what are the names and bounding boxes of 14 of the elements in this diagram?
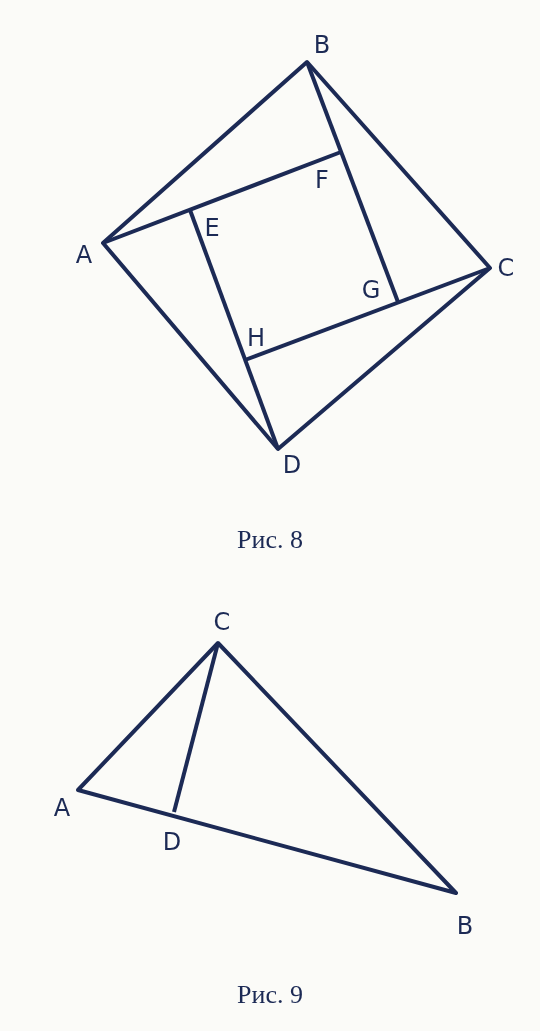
point-label: F — [315, 168, 329, 192]
point-label: C — [213, 610, 231, 634]
figure-caption: Рис. 9 — [237, 982, 303, 1008]
point-label: B — [456, 914, 474, 938]
point-label: A — [75, 243, 93, 267]
figure-caption: Рис. 8 — [237, 527, 303, 553]
point-label: C — [497, 256, 515, 280]
point-label: E — [204, 216, 220, 240]
point-label: D — [282, 453, 302, 477]
point-label: D — [162, 830, 182, 854]
point-label: B — [313, 33, 331, 57]
point-label: G — [361, 278, 381, 302]
point-label: A — [53, 796, 71, 820]
point-label: H — [247, 326, 265, 350]
